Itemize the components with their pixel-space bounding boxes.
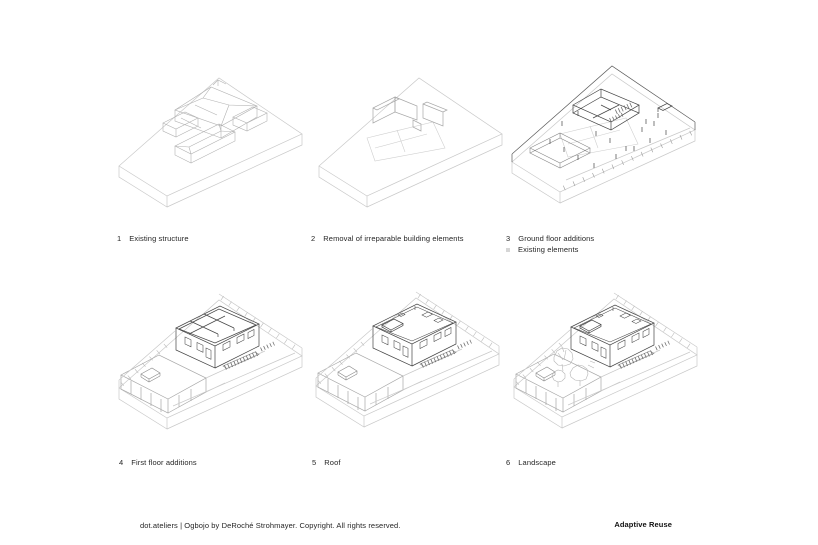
tree-symbols	[551, 346, 596, 387]
step-number: 4	[119, 458, 124, 467]
step-number: 3	[506, 234, 511, 243]
step-label: Landscape	[518, 458, 556, 467]
axon-step-1-existing-structure	[118, 77, 303, 208]
axon-step-6-landscape	[500, 281, 705, 429]
caption-step-2: 2 Removal of irreparable building elemen…	[311, 234, 464, 244]
axon-step-5-roof	[302, 280, 507, 428]
step-label: Existing structure	[129, 234, 189, 243]
caption-step-3: 3 Ground floor additions Existing elemen…	[506, 234, 594, 255]
footer-credit: dot.ateliers | Ogbojo by DeRoché Strohma…	[140, 521, 401, 530]
footer-project-title: Adaptive Reuse	[614, 520, 672, 529]
caption-step-4: 4 First floor additions	[119, 458, 197, 468]
step-label: Roof	[324, 458, 341, 467]
axon-step-4-first-floor	[105, 282, 310, 430]
step-number: 5	[312, 458, 317, 467]
legend-label: Existing elements	[518, 245, 579, 254]
step-label: Removal of irreparable building elements	[323, 234, 464, 243]
caption-step-6: 6 Landscape	[506, 458, 556, 468]
step-number: 6	[506, 458, 511, 467]
step-label: First floor additions	[131, 458, 197, 467]
axon-step-2-removal	[318, 77, 503, 208]
caption-step-1: 1 Existing structure	[117, 234, 189, 244]
existing-elements-swatch	[506, 248, 510, 252]
step-number: 2	[311, 234, 316, 243]
step-label: Ground floor additions	[518, 234, 595, 243]
caption-step-5: 5 Roof	[312, 458, 341, 468]
step-number: 1	[117, 234, 122, 243]
axon-step-3-ground-floor	[511, 65, 696, 204]
